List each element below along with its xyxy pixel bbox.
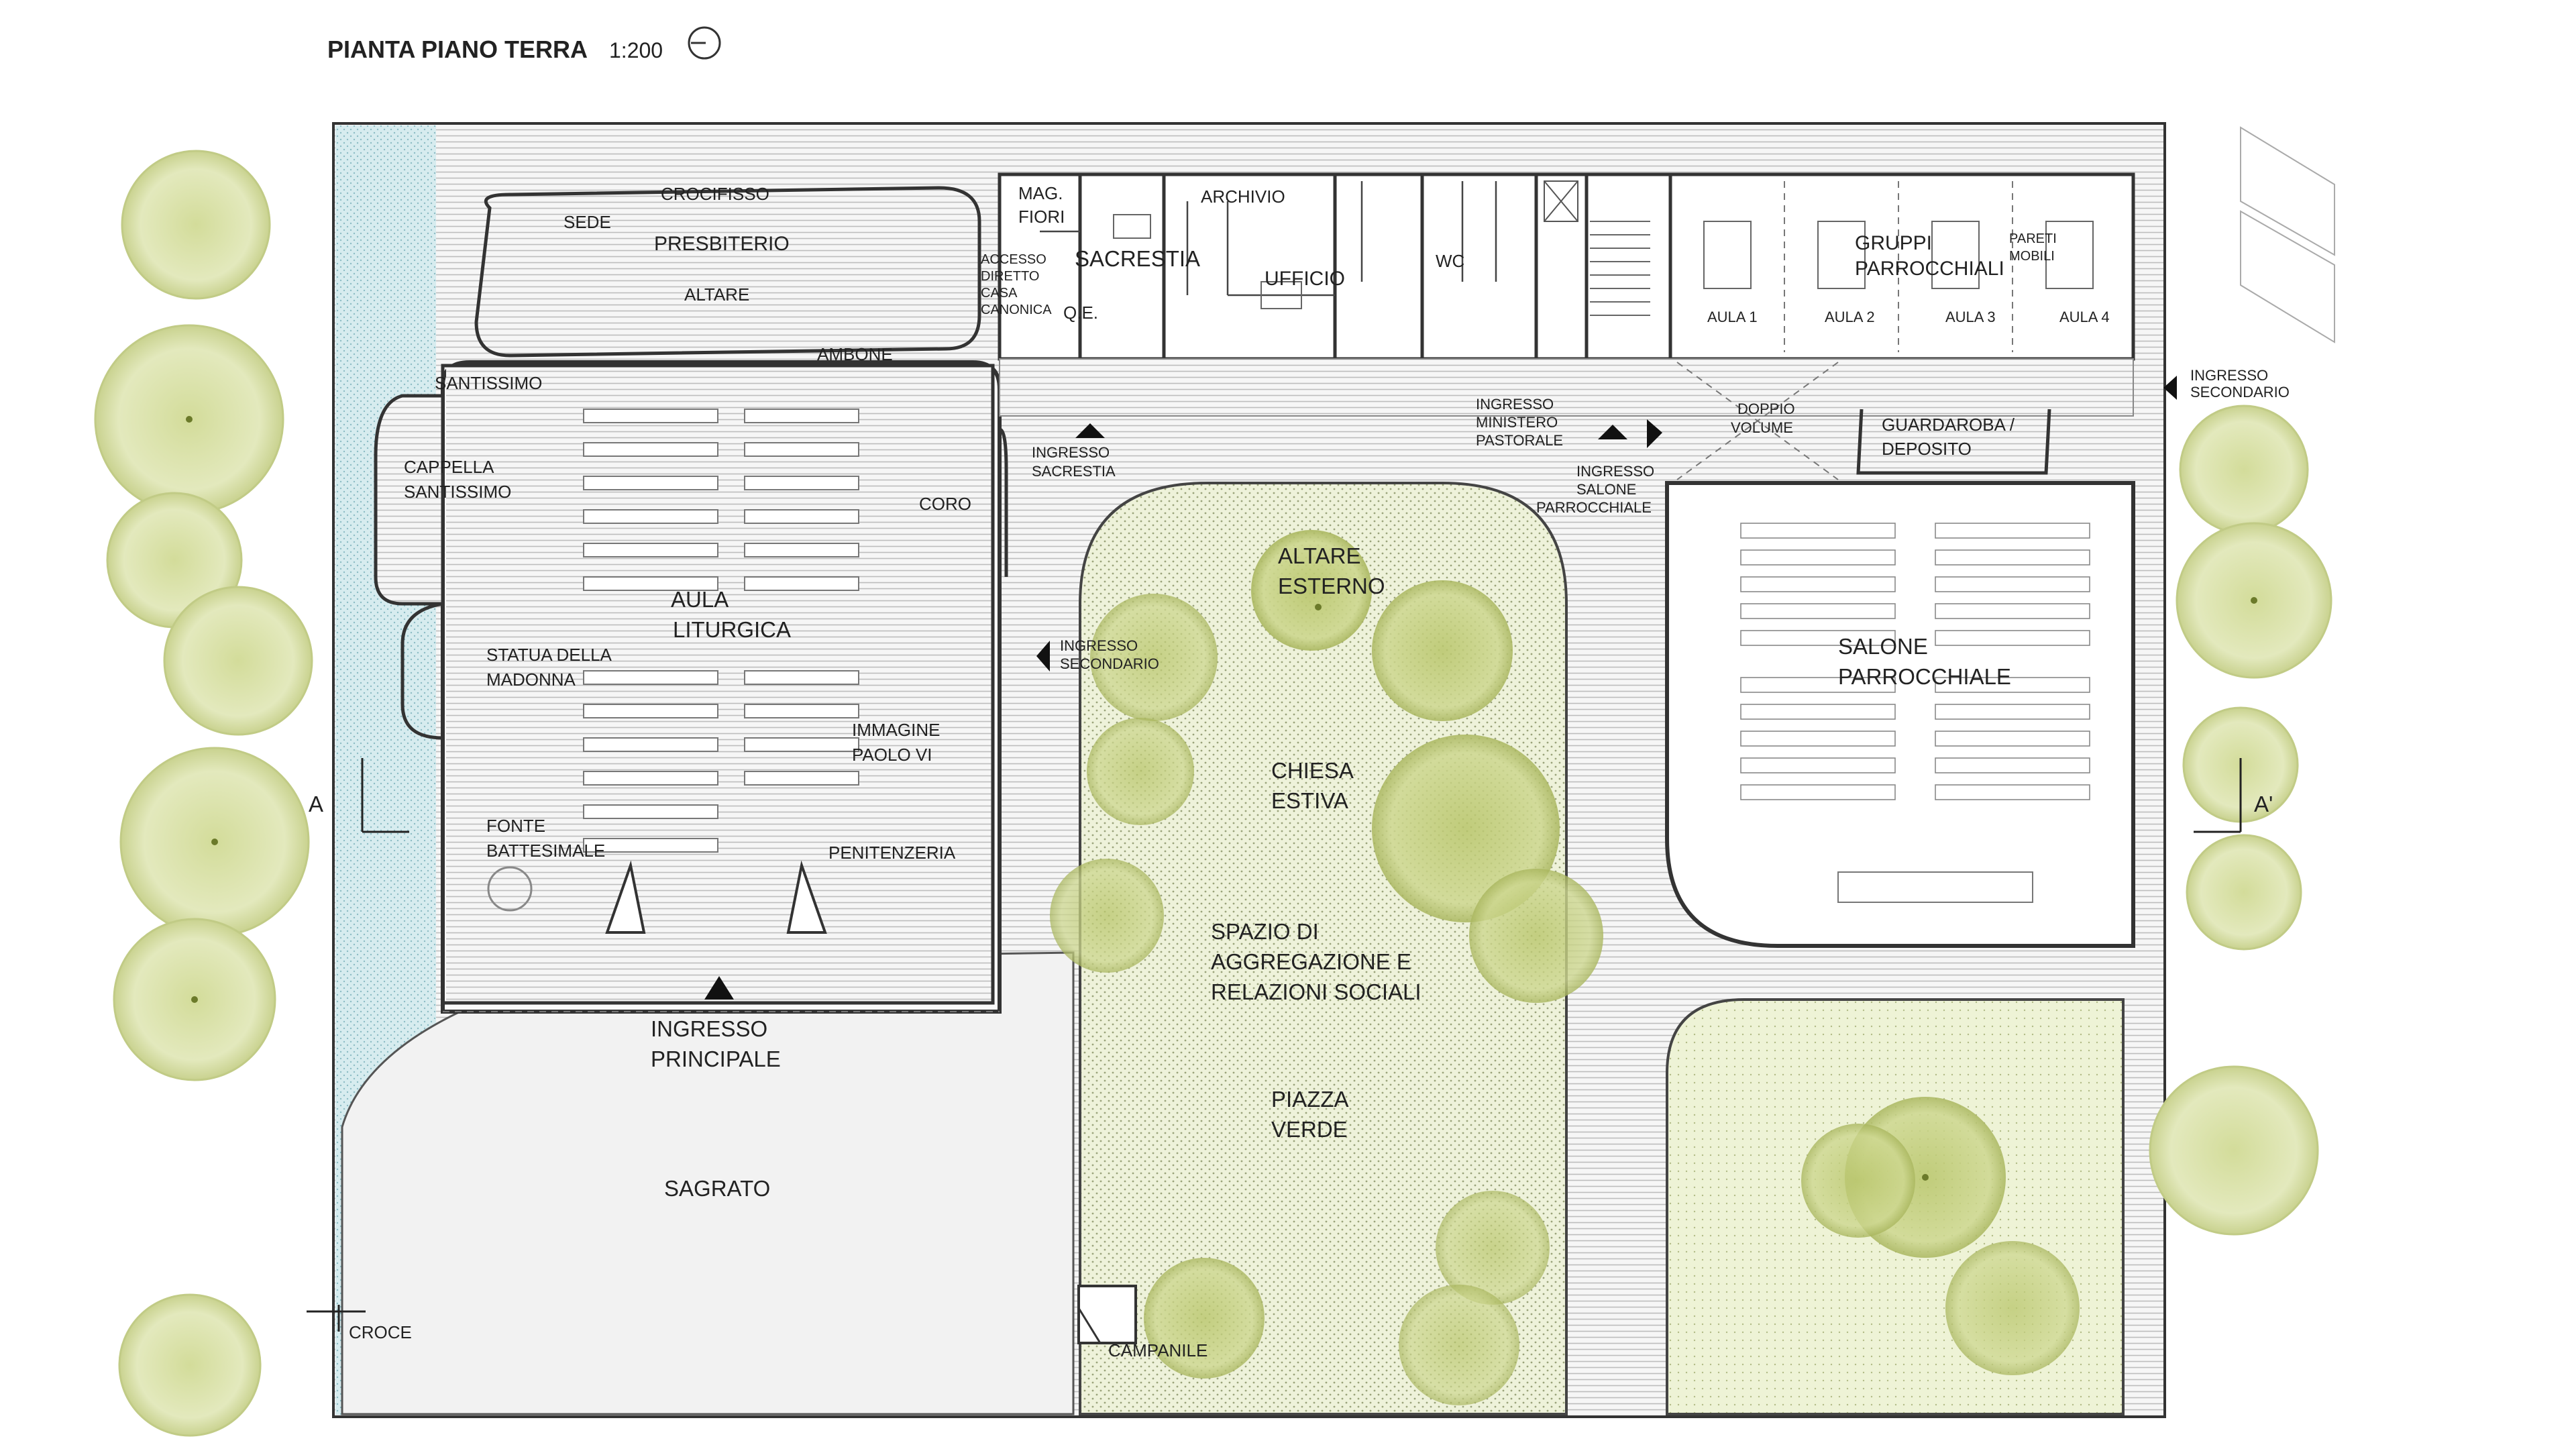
label-aula3: AULA 3 [1945,309,1996,325]
trees [94,150,2332,1437]
label-ing-sacrestia-2: SACRESTIA [1032,463,1116,480]
label-ambone: AMBONE [817,344,893,364]
label-altare: ALTARE [684,284,749,305]
label-immagine-1: IMMAGINE [852,720,940,740]
label-salone-1: SALONE [1838,634,1928,659]
label-piazza-1: PIAZZA [1271,1087,1349,1112]
label-piazza-2: VERDE [1271,1117,1348,1142]
label-cappella-2: SANTISSIMO [404,482,511,502]
scale-text: 1:200 [609,38,663,62]
parking-outline [2240,126,2335,343]
label-ing-sec-dx-2: SECONDARIO [2190,384,2290,400]
label-pareti-2: MOBILI [2009,249,2055,264]
label-chiesa-estiva-1: CHIESA [1271,758,1354,783]
label-aula-1: AULA [671,587,729,612]
label-accesso-3: CASA [981,286,1018,301]
label-campanile: CAMPANILE [1108,1340,1208,1360]
label-sagrato: SAGRATO [664,1176,770,1201]
label-accesso-2: DIRETTO [981,269,1039,284]
label-crocifisso: CROCIFISSO [661,184,769,204]
label-pareti-1: PARETI [2009,231,2057,246]
salone-seating [1740,523,2090,800]
label-salone-2: PARROCCHIALE [1838,664,2011,689]
section-label-a: A [309,792,323,816]
label-accesso-4: CANONICA [981,303,1052,317]
label-croce: CROCE [349,1322,412,1342]
label-fonte-1: FONTE [486,816,545,836]
label-ing-sec-chiesa-2: SECONDARIO [1060,655,1159,672]
label-aula2: AULA 2 [1825,309,1875,325]
north-arrow-icon [688,26,721,60]
label-wc: WC [1436,251,1464,271]
label-doppio-2: VOLUME [1731,419,1793,436]
label-fonte-2: BATTESIMALE [486,841,605,861]
room-labels: CROCIFISSO SEDE PRESBITERIO ALTARE AMBON… [349,183,2290,1360]
label-guardaroba-1: GUARDAROBA / [1882,415,2015,435]
label-mag-2: FIORI [1018,207,1065,227]
label-ing-salone-3: PARROCCHIALE [1536,499,1652,516]
label-aula4: AULA 4 [2059,309,2110,325]
label-ingresso-principale-1: INGRESSO [651,1016,767,1041]
label-accesso-1: ACCESSO [981,252,1046,267]
label-guardaroba-2: DEPOSITO [1882,439,1972,459]
label-cappella-1: CAPPELLA [404,457,494,477]
label-santissimo: SANTISSIMO [435,373,542,393]
baptismal-font [487,866,533,912]
section-mark-a: A [309,758,409,833]
label-ufficio: UFFICIO [1265,268,1345,290]
label-ing-sec-dx-1: INGRESSO [2190,367,2268,384]
campanile-tower [1077,1285,1137,1344]
label-immagine-2: PAOLO VI [852,745,932,765]
title-text: PIANTA PIANO TERRA [327,36,588,63]
church-building [374,186,1008,1014]
label-ingresso-principale-2: PRINCIPALE [651,1046,781,1071]
label-doppio-1: DOPPIO [1737,400,1795,417]
label-gruppi-2: PARROCCHIALI [1855,258,2004,280]
label-gruppi-1: GRUPPI [1855,232,1932,254]
label-ing-salone-1: INGRESSO [1576,463,1654,480]
label-ing-ministero-3: PASTORALE [1476,432,1563,449]
label-presbiterio: PRESBITERIO [654,233,790,255]
label-ing-ministero-1: INGRESSO [1476,396,1554,413]
label-qe: Q.E. [1063,303,1098,323]
label-aula-2: LITURGICA [673,617,791,642]
section-label-a-prime: A' [2254,792,2273,816]
label-sacrestia: SACRESTIA [1075,246,1200,271]
croce-mark [307,1305,366,1332]
service-block [998,172,1672,361]
label-ing-salone-2: SALONE [1576,481,1636,498]
label-aula1: AULA 1 [1707,309,1758,325]
label-archivio: ARCHIVIO [1201,186,1285,207]
label-mag-1: MAG. [1018,183,1063,203]
pews [583,409,859,853]
label-altare-esterno-2: ESTERNO [1278,574,1385,598]
label-statua-2: MADONNA [486,669,576,690]
label-spazio-1: SPAZIO DI [1211,919,1319,944]
label-ing-ministero-2: MINISTERO [1476,414,1558,431]
plan-title: PIANTA PIANO TERRA 1:200 [327,26,721,63]
section-mark-a-prime: A' [2194,758,2273,833]
salone-building [999,358,2177,948]
label-chiesa-estiva-2: ESTIVA [1271,788,1348,813]
label-sede: SEDE [564,212,611,232]
label-statua-1: STATUA DELLA [486,645,612,665]
stage [1837,871,2033,903]
label-altare-esterno-1: ALTARE [1278,543,1360,568]
main-entrance-arrow [704,976,734,1000]
label-spazio-3: RELAZIONI SOCIALI [1211,979,1421,1004]
label-coro: CORO [919,494,971,514]
label-ing-sacrestia-1: INGRESSO [1032,444,1110,461]
label-penitenzeria: PENITENZERIA [828,843,956,863]
label-spazio-2: AGGREGAZIONE E [1211,949,1411,974]
label-ing-sec-chiesa-1: INGRESSO [1060,637,1138,654]
